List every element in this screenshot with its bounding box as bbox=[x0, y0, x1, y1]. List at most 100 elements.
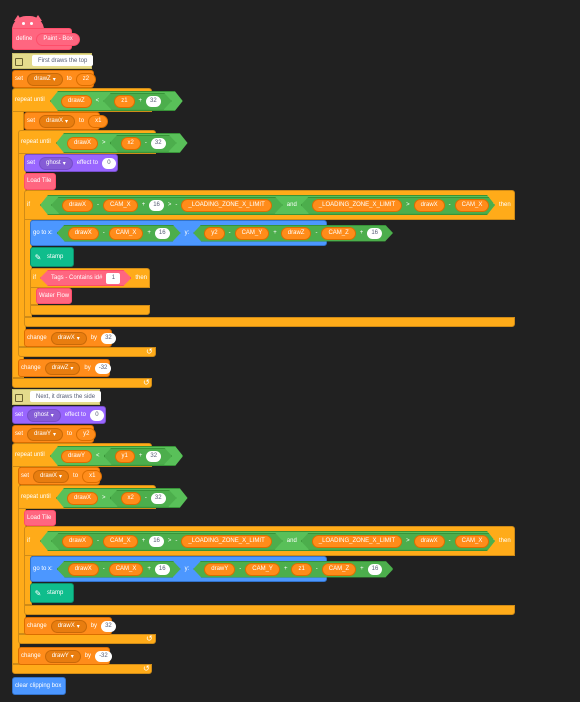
abs-x-lt[interactable]: drawX - CAM_X + 16 > - _LOADING_ZONE_X_L… bbox=[51, 197, 283, 214]
reporter-drawX[interactable]: drawX bbox=[62, 199, 93, 212]
reporter-drawX[interactable]: drawX bbox=[414, 199, 445, 212]
reporter-cam-y[interactable]: CAM_Y bbox=[235, 227, 270, 240]
pen-icon: ✎ bbox=[34, 252, 42, 262]
num-input[interactable]: 16 bbox=[155, 564, 170, 575]
var-dropdown[interactable]: drawZ bbox=[44, 361, 81, 375]
var-dropdown[interactable]: drawX bbox=[39, 114, 76, 128]
reporter-x1[interactable]: x1 bbox=[82, 469, 103, 483]
op-minus: - bbox=[175, 202, 178, 208]
num-input[interactable]: 0 bbox=[101, 157, 116, 169]
clear-clipping-box-block[interactable] bbox=[12, 677, 66, 695]
var-dropdown[interactable]: drawY bbox=[44, 649, 81, 663]
num-input[interactable]: 16 bbox=[368, 564, 383, 575]
define-name[interactable]: Paint - Box bbox=[36, 32, 80, 46]
effect-dropdown[interactable]: ghost bbox=[39, 156, 73, 170]
num-input[interactable]: 32 bbox=[151, 493, 166, 504]
load-tile-block-2[interactable] bbox=[24, 510, 56, 526]
reporter-loading-zone[interactable]: _LOADING_ZONE_X_LIMIT bbox=[312, 535, 402, 548]
x-expr[interactable]: drawX - CAM_X + 16 bbox=[57, 225, 181, 242]
comment-text-side[interactable]: Next, it draws the side bbox=[30, 391, 102, 402]
abs-x-lt-2[interactable]: drawX - CAM_X + 16 > - _LOADING_ZONE_X_L… bbox=[51, 533, 283, 550]
num-input[interactable]: -32 bbox=[95, 650, 112, 662]
reporter-drawY[interactable]: drawY bbox=[61, 450, 92, 463]
reporter-x2[interactable]: x2 bbox=[121, 137, 141, 150]
reporter-z2[interactable]: z2 bbox=[75, 72, 97, 86]
reporter-loading-zone[interactable]: _LOADING_ZONE_X_LIMIT bbox=[181, 199, 271, 212]
reporter-cam-y[interactable]: CAM_Y bbox=[245, 563, 280, 576]
reporter-x1[interactable]: x1 bbox=[88, 114, 109, 128]
sub-x2-32[interactable]: x2 - 32 bbox=[110, 135, 177, 152]
num-input[interactable]: -32 bbox=[94, 362, 112, 374]
condition-drawX-gt[interactable]: drawX > x2 - 32 bbox=[56, 133, 188, 153]
num-input[interactable]: 32 bbox=[101, 620, 116, 632]
op-plus: + bbox=[360, 566, 364, 572]
comment-text-top[interactable]: First draws the top bbox=[32, 55, 94, 66]
tags-contains-condition[interactable]: Tags - Contains id# 1 bbox=[40, 270, 131, 286]
num-input[interactable]: 32 bbox=[101, 332, 116, 344]
reporter-drawX[interactable]: drawX bbox=[67, 492, 98, 505]
stamp-block-2[interactable] bbox=[30, 583, 74, 603]
var-dropdown[interactable]: drawX bbox=[50, 331, 87, 345]
y-expr-2[interactable]: drawY - CAM_Y + z1 - CAM_Z + 16 bbox=[193, 561, 393, 578]
num-input[interactable]: 32 bbox=[146, 96, 161, 107]
op-gt: > bbox=[406, 538, 410, 544]
set-ghost-row: set ghost effect to 0 bbox=[27, 154, 116, 172]
reporter-cam-x[interactable]: CAM_X bbox=[455, 535, 490, 548]
reporter-drawY[interactable]: drawY bbox=[204, 563, 235, 576]
var-dropdown[interactable]: drawY bbox=[27, 427, 64, 441]
reporter-y2[interactable]: y2 bbox=[76, 427, 97, 441]
reporter-drawZ[interactable]: drawZ bbox=[61, 95, 92, 108]
condition-drawZ-lt[interactable]: drawZ < z1 + 32 bbox=[50, 91, 183, 111]
condition-and-2[interactable]: drawX - CAM_X + 16 > - _LOADING_ZONE_X_L… bbox=[40, 531, 495, 551]
label-repeat-until: repeat until bbox=[15, 97, 45, 103]
var-dropdown[interactable]: drawZ bbox=[27, 72, 63, 86]
load-tile-row-2: Load Tile bbox=[27, 509, 51, 527]
reporter-loading-zone[interactable]: _LOADING_ZONE_X_LIMIT bbox=[181, 535, 271, 548]
num-input[interactable]: 16 bbox=[367, 228, 382, 239]
num-input[interactable]: 32 bbox=[151, 138, 166, 149]
condition-and-1[interactable]: drawX - CAM_X + 16 > - _LOADING_ZONE_X_L… bbox=[40, 195, 495, 215]
reporter-cam-x[interactable]: CAM_X bbox=[109, 227, 144, 240]
reporter-cam-x[interactable]: CAM_X bbox=[455, 199, 490, 212]
reporter-cam-x[interactable]: CAM_X bbox=[103, 535, 138, 548]
stamp-block[interactable] bbox=[30, 247, 74, 267]
op-minus: - bbox=[239, 566, 242, 572]
reporter-cam-z[interactable]: CAM_Z bbox=[322, 563, 356, 576]
effect-dropdown[interactable]: ghost bbox=[27, 408, 61, 422]
condition-drawX-gt-2[interactable]: drawX > x2 - 32 bbox=[56, 488, 188, 508]
reporter-drawX[interactable]: drawX bbox=[68, 227, 99, 240]
reporter-drawX[interactable]: drawX bbox=[62, 535, 93, 548]
num-input[interactable]: 32 bbox=[146, 451, 161, 462]
num-input[interactable]: 16 bbox=[149, 536, 164, 547]
reporter-x2[interactable]: x2 bbox=[121, 492, 141, 505]
reporter-z1[interactable]: z1 bbox=[114, 95, 134, 108]
var-dropdown[interactable]: drawX bbox=[50, 619, 87, 633]
load-tile-block[interactable] bbox=[24, 173, 56, 190]
num-input[interactable]: 16 bbox=[149, 200, 164, 211]
reporter-cam-x[interactable]: CAM_X bbox=[109, 563, 144, 576]
num-input[interactable]: 1 bbox=[106, 273, 120, 284]
reporter-drawX[interactable]: drawX bbox=[414, 535, 445, 548]
label-y: y: bbox=[184, 566, 190, 572]
abs-x-gt[interactable]: _LOADING_ZONE_X_LIMIT > drawX - CAM_X + … bbox=[301, 197, 527, 214]
reporter-y2[interactable]: y2 bbox=[204, 227, 224, 240]
condition-drawY-lt[interactable]: drawY < y1 + 32 bbox=[50, 446, 183, 466]
num-input[interactable]: 0 bbox=[89, 409, 104, 421]
x-expr-2[interactable]: drawX - CAM_X + 16 bbox=[57, 561, 181, 578]
reporter-drawX[interactable]: drawX bbox=[68, 563, 99, 576]
reporter-cam-x[interactable]: CAM_X bbox=[103, 199, 138, 212]
add-y1-32[interactable]: y1 + 32 bbox=[104, 448, 173, 465]
reporter-drawX[interactable]: drawX bbox=[67, 137, 98, 150]
define-hat-cap[interactable] bbox=[12, 16, 44, 30]
reporter-drawZ[interactable]: drawZ bbox=[281, 227, 312, 240]
add-z1-32[interactable]: z1 + 32 bbox=[103, 93, 172, 110]
num-input[interactable]: 16 bbox=[155, 228, 170, 239]
reporter-cam-z[interactable]: CAM_Z bbox=[321, 227, 355, 240]
sub-x2-32[interactable]: x2 - 32 bbox=[110, 490, 177, 507]
var-dropdown[interactable]: drawX bbox=[33, 469, 70, 483]
y-expr[interactable]: y2 - CAM_Y + drawZ - CAM_Z + 16 bbox=[193, 225, 393, 242]
reporter-loading-zone[interactable]: _LOADING_ZONE_X_LIMIT bbox=[312, 199, 402, 212]
reporter-z1[interactable]: z1 bbox=[291, 563, 311, 576]
reporter-y1[interactable]: y1 bbox=[115, 450, 135, 463]
water-flow-block[interactable] bbox=[36, 288, 72, 304]
